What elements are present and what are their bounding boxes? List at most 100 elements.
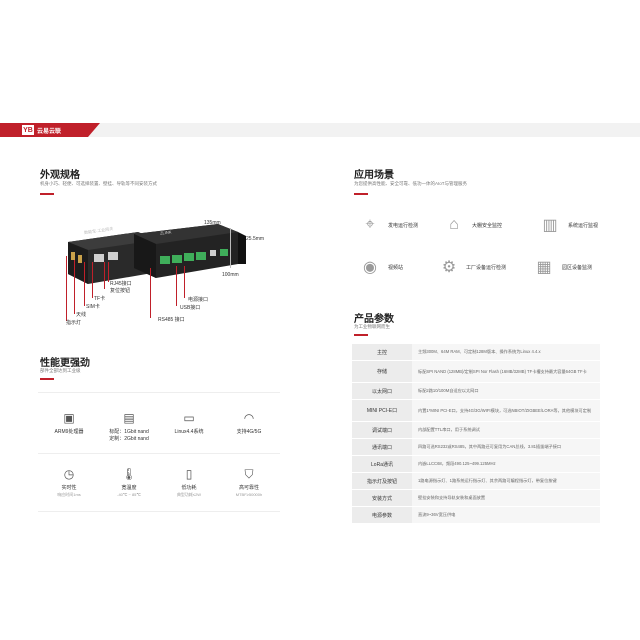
callout-sim: SIM卡 (86, 304, 100, 310)
feature-detail: 典型功耗≤2W (176, 492, 202, 497)
spec-row: 安装方式壁挂安装和支持导轨安装和桌面放置 (352, 490, 600, 507)
monitor-station-icon: ▥ (542, 217, 558, 234)
feature-cpu: ▣ ARM9处理器 (42, 410, 96, 452)
lead-rs485 (150, 268, 151, 318)
spec-key: 以太网口 (352, 383, 412, 399)
appearance-subtitle: 机身小巧、轻便、可选择装置、壁挂、导轨等不同安装方式 (40, 181, 157, 186)
spec-row: 调试端口内部配置TTL串口，用于系统调试 (352, 422, 600, 439)
lead-power (184, 266, 185, 298)
memory-icon: ▤ (123, 411, 135, 425)
spec-value: 主频300M、64M RAM、可定制128M版本、操作系统为Linux 4.4.… (412, 344, 600, 360)
building-icon: ▦ (536, 259, 552, 276)
lead-tf (92, 262, 93, 298)
spec-row: 存储标配SPI NAND (128MB)/定制SPI Nor Flash (16… (352, 361, 600, 383)
power-icon: ▯ (185, 467, 193, 481)
feature-temperature: 🌡 宽温度 -40℃ ~ 85℃ (102, 466, 156, 508)
scenarios-accent-line (354, 193, 368, 195)
scenario-greenhouse: ⌂ 大棚安全监控 (440, 210, 510, 240)
feature-reliability: ⛉ 高可靠性 MTBF≥50000h (222, 466, 276, 508)
feature-detail: 响应时间1ms (57, 492, 81, 497)
spec-key: 主控 (352, 344, 412, 360)
scenario-label: 工厂设备运行检测 (465, 264, 506, 271)
feature-label: 标配：1Gbit nand 定制：2Gbit nand (109, 429, 149, 442)
callout-usb: USB接口 (180, 305, 201, 311)
shield-icon: ⛉ (244, 467, 254, 481)
feature-detail: -40℃ ~ 85℃ (117, 492, 141, 497)
spec-value: 内部配置TTL串口，用于系统调试 (412, 422, 600, 438)
performance-title: 性能更强劲 (40, 358, 90, 369)
spec-key: 存储 (352, 361, 412, 382)
performance-subtitle: 部件全部达到工业级 (40, 368, 81, 373)
spec-key: 电源参数 (352, 507, 412, 523)
company-logo: YB 云易云联 (22, 125, 61, 135)
lead-reset (104, 262, 105, 289)
feature-detail: MTBF≥50000h (235, 492, 263, 497)
scenario-label: 园区设备监测 (562, 264, 593, 271)
spec-row: 主控主频300M、64M RAM、可定制128M版本、操作系统为Linux 4.… (352, 344, 600, 361)
feature-linux: ▭ Linux4.4系统 (162, 410, 216, 452)
specs-accent-line (354, 334, 368, 336)
cpu-icon: ▣ (63, 411, 75, 425)
scenarios-subtitle: 为您提供高性能、安全可靠、低功一体的AIoT与管理服务 (354, 181, 468, 186)
specs-title: 产品参数 (354, 314, 394, 325)
spec-value: 直流9~36V宽压供电 (412, 507, 600, 523)
spec-key: LoRa通讯 (352, 456, 412, 472)
scenario-park: ▦ 园区设备监测 (530, 252, 600, 282)
greenhouse-icon: ⌂ (449, 216, 459, 233)
callout-indicator: 指示灯 (66, 320, 82, 326)
feature-label: 宽温度 (121, 485, 137, 491)
feature-label: Linux4.4系统 (174, 429, 204, 435)
spec-key: MINI PCI-E口 (352, 400, 412, 421)
appearance-title: 外观规格 (40, 170, 80, 181)
thermometer-icon: 🌡 (121, 467, 137, 481)
feature-network: ◠ 支持4G/5G (222, 410, 276, 452)
feature-power: ▯ 低功耗 典型功耗≤2W (162, 466, 216, 508)
dim-width: 100mm (222, 272, 239, 278)
feature-realtime: ◷ 实时性 响应时间1ms (42, 466, 96, 508)
lead-usb (176, 266, 177, 306)
scenario-video-station: ◉ 视频站 (356, 252, 426, 282)
linux-icon: ▭ (183, 411, 195, 425)
lead-rj45 (108, 262, 109, 282)
scenario-label: 大棚安全监控 (472, 222, 503, 229)
scenario-power-plant: ⌖ 发电运行检测 (356, 210, 426, 240)
lead-sim (84, 262, 85, 306)
spec-row: 以太网口标配2路10/100M自适应以太网口 (352, 383, 600, 400)
feature-label: 高可靠性 (238, 485, 259, 491)
power-tower-icon: ⌖ (365, 216, 375, 233)
camera-icon: ◉ (363, 259, 377, 276)
scenario-label: 视频站 (388, 264, 404, 271)
spec-row: LoRa通讯内嵌LLCC68，频段490.125~499.125MHz (352, 456, 600, 473)
lead-antenna (74, 260, 75, 314)
feature-grid (38, 392, 280, 512)
scenario-label: 系统运行监视 (568, 222, 599, 229)
callout-tf: TF卡 (94, 296, 106, 302)
spec-value: 壁挂安装和支持导轨安装和桌面放置 (412, 490, 600, 506)
spec-key: 通讯端口 (352, 439, 412, 455)
logo-mark: YB (22, 125, 34, 135)
spec-value: 标配2路10/100M自适应以太网口 (412, 383, 600, 399)
callout-rj45: RJ45接口 (110, 281, 132, 287)
dim-guide-line (230, 228, 231, 268)
scenario-system-monitor: ▥ 系统运行监视 (536, 210, 606, 240)
scenarios-title: 应用场景 (354, 170, 394, 181)
header-banner: YB 云易云联 (0, 123, 640, 137)
scenario-factory: ⚙ 工厂设备运行检测 (436, 252, 506, 282)
feature-memory: ▤ 标配：1Gbit nand 定制：2Gbit nand (102, 410, 156, 452)
feature-label: 实时性 (61, 485, 77, 491)
appearance-accent-line (40, 193, 54, 195)
spec-value: 内嵌LLCC68，频段490.125~499.125MHz (412, 456, 600, 472)
factory-machine-icon: ⚙ (441, 259, 457, 276)
spec-value: 内置1*MINI PCI-E口，支持4G/3G/WIFI模块，可选NBIOT/Z… (412, 400, 600, 421)
spec-row: 电源参数直流9~36V宽压供电 (352, 507, 600, 524)
spec-key: 调试端口 (352, 422, 412, 438)
spec-value: 1路电源指示灯、1路系统运行指示灯、其余两路可编程指示灯，带复位按键 (412, 473, 600, 489)
callout-power: 电源接口 (188, 297, 209, 303)
feature-label: 支持4G/5G (236, 429, 262, 435)
wifi-icon: ◠ (243, 411, 255, 425)
spec-key: 指示灯及按钮 (352, 473, 412, 489)
specs-subtitle: 为工业物联网而生 (354, 324, 390, 329)
lead-indicator (66, 256, 67, 321)
clock-icon: ◷ (63, 467, 75, 481)
device-illustration (68, 224, 246, 284)
